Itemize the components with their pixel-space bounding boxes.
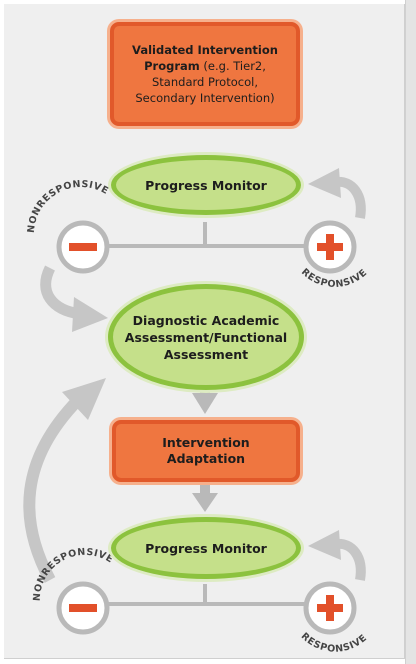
program-title: Validated Intervention Program — [132, 43, 278, 73]
diagnostic-assessment-node: Diagnostic Academic Assessment/Functiona… — [108, 284, 304, 390]
responsive-loop-bottom — [308, 530, 366, 581]
intervention-adaptation-box: Intervention Adaptation — [112, 420, 300, 482]
intervention-adaptation-label: Intervention Adaptation — [162, 435, 250, 466]
progress-monitor-bottom: Progress Monitor — [111, 517, 301, 579]
plus-circle-top — [303, 220, 357, 274]
scrollbar-strip — [405, 0, 416, 664]
validated-intervention-program-box: Validated Intervention Program (e.g. Tie… — [110, 22, 300, 126]
progress-monitor-bottom-label: Progress Monitor — [145, 540, 267, 556]
diagnostic-assessment-label: Diagnostic Academic Assessment/Functiona… — [124, 312, 288, 362]
program-text: Validated Intervention Program (e.g. Tie… — [122, 42, 288, 106]
nonresponsive-arrow-top — [40, 265, 108, 332]
progress-monitor-top-label: Progress Monitor — [145, 177, 267, 193]
connector-lines — [100, 222, 310, 606]
responsive-loop-top — [308, 168, 366, 219]
minus-circle-top — [56, 220, 110, 274]
minus-circle-bottom — [56, 581, 110, 635]
nonresponsive-arrow-bottom — [23, 378, 106, 583]
responsive-label-bottom: RESPONSIVE — [299, 631, 370, 655]
program-details: (e.g. Tier2, Standard Protocol, Secondar… — [135, 59, 275, 105]
plus-circle-bottom — [303, 581, 357, 635]
progress-monitor-top: Progress Monitor — [111, 155, 301, 215]
